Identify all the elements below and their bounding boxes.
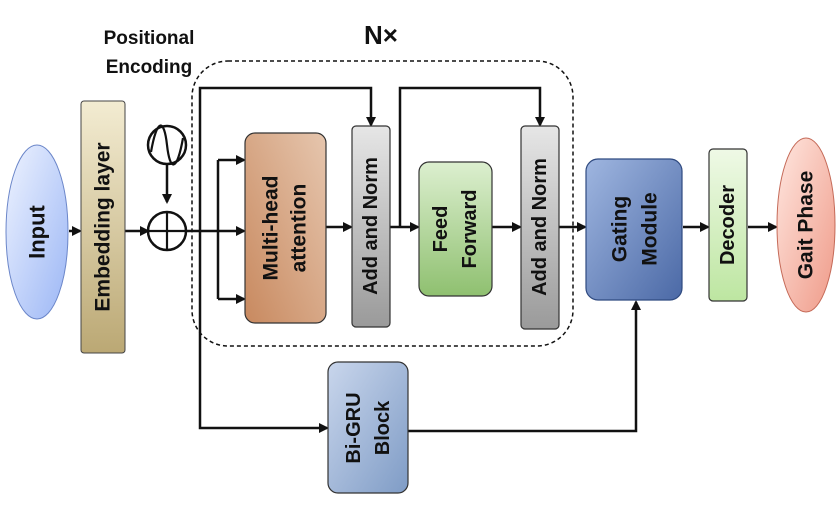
embedding-layer-block — [80, 100, 126, 354]
multi-head-attention-label-line2: attention — [288, 184, 311, 273]
bigru-label-line1: Bi-GRU — [343, 392, 365, 463]
decoder-block — [708, 148, 748, 302]
bigru-block — [327, 361, 409, 494]
repeat-label: N× — [364, 20, 398, 50]
feed-forward-label-line1: Feed — [430, 206, 452, 253]
embedding-layer-label: Embedding layer — [92, 142, 115, 311]
positional-encoding-label-line1: Positional — [104, 28, 195, 49]
feed-forward-block — [418, 161, 493, 297]
edge-residual-1 — [198, 86, 376, 231]
multi-head-attention-block — [244, 132, 327, 324]
feed-forward-label-line2: Forward — [459, 190, 481, 269]
adder-icon — [146, 210, 188, 252]
multi-head-attention-label-line1: Multi-head — [260, 176, 283, 281]
encoder-repeat-container — [191, 60, 574, 347]
edge-residual-2 — [398, 86, 545, 227]
add-and-norm-1-label: Add and Norm — [360, 157, 382, 295]
positional-encoding-label-line2: Encoding — [106, 57, 193, 78]
add-and-norm-2-block — [520, 125, 560, 330]
gait-phase-label: Gait Phase — [795, 171, 818, 280]
connectors — [69, 86, 778, 433]
edge-adder-bigru — [198, 231, 329, 433]
input-node — [5, 144, 69, 320]
gait-phase-node — [776, 137, 836, 313]
decoder-label: Decoder — [717, 185, 739, 265]
gating-module-block — [585, 158, 683, 301]
add-and-norm-2-label: Add and Norm — [529, 158, 551, 296]
edge-bigru-gating — [408, 300, 641, 433]
gating-module-label-line2: Module — [639, 192, 662, 266]
bigru-label-line2: Block — [372, 400, 394, 455]
gating-module-label-line1: Gating — [609, 196, 632, 263]
add-and-norm-1-block — [351, 125, 391, 328]
input-node-label: Input — [25, 204, 50, 258]
sine-wave-icon — [146, 124, 188, 166]
